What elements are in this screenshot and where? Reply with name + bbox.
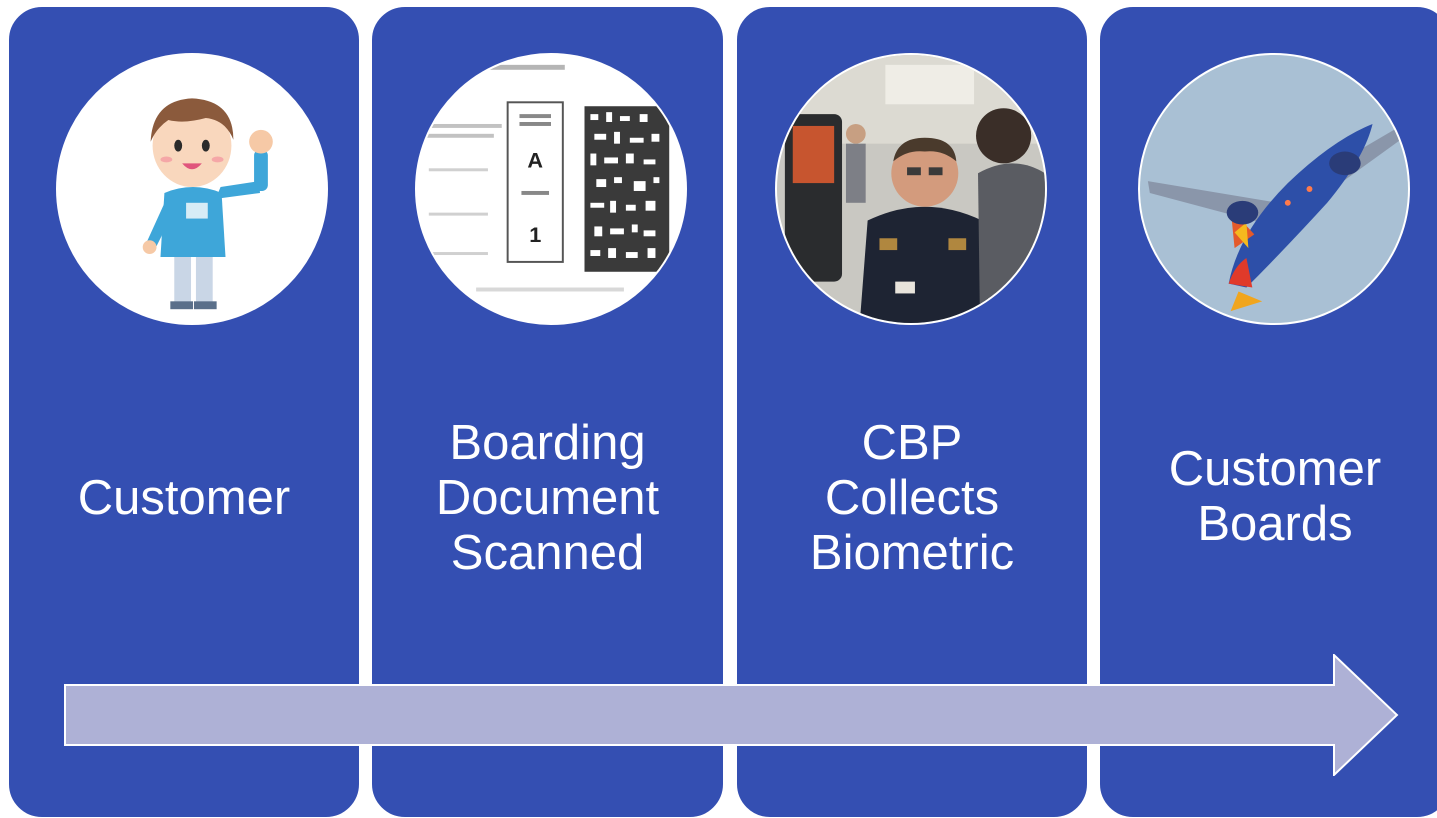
- step-label-boarding-document: Boarding Document Scanned: [435, 416, 660, 580]
- flow-arrow: [64, 654, 1399, 776]
- step-label-customer-boards: Customer Boards: [1168, 442, 1382, 551]
- step-panel-customer-boards: Customer Boards: [1099, 6, 1437, 818]
- pass-group-text: A: [527, 147, 543, 172]
- step-label-customer: Customer: [77, 471, 291, 525]
- flow-arrow-shape: [64, 654, 1399, 776]
- cbp-officer-photo: [775, 53, 1047, 325]
- step-panel-cbp-biometric: CBP Collects Biometric: [736, 6, 1088, 818]
- step-label-cbp-biometric: CBP Collects Biometric: [809, 416, 1015, 580]
- airplane-photo: [1138, 53, 1410, 325]
- customer-illustration: [56, 53, 328, 325]
- boarding-pass-image: A 1: [415, 53, 687, 325]
- step-panel-customer: Customer: [8, 6, 360, 818]
- pass-position-text: 1: [529, 222, 541, 247]
- step-panel-boarding-document: A 1 Boarding Doc: [371, 6, 724, 818]
